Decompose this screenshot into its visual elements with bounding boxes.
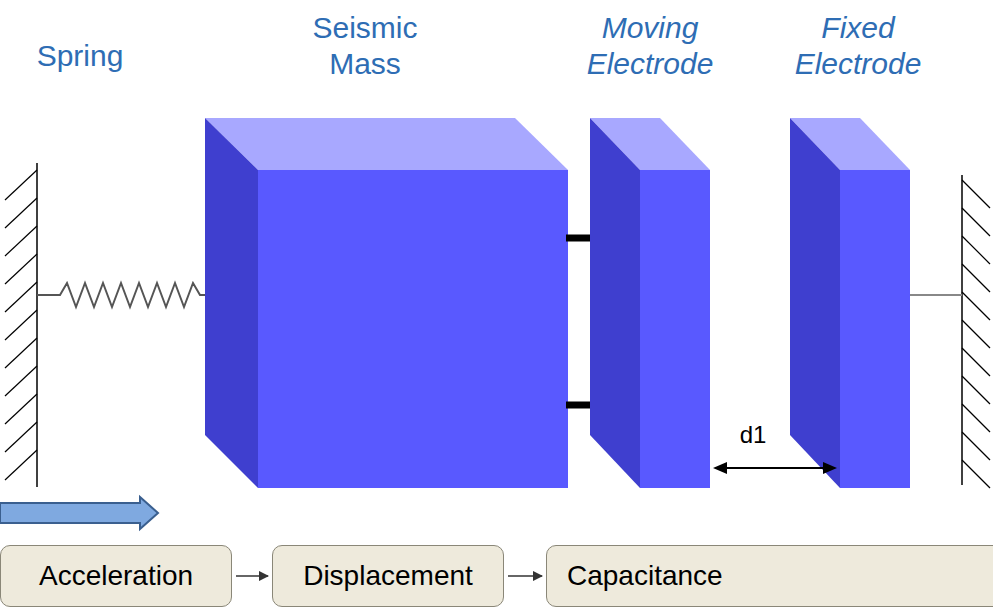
hatch-stroke bbox=[962, 404, 990, 432]
box-text: Acceleration bbox=[39, 560, 193, 592]
spring-coil bbox=[37, 283, 208, 307]
left-wall bbox=[36, 163, 38, 487]
hatch-stroke bbox=[962, 292, 990, 320]
hatch-stroke bbox=[5, 310, 37, 340]
part-label: Seismic Mass bbox=[290, 10, 440, 82]
seismic-mass bbox=[205, 118, 568, 488]
fixed-electrode bbox=[790, 118, 910, 488]
electrode-mount bbox=[910, 294, 962, 296]
box-text: Capacitance bbox=[567, 560, 723, 592]
acceleration-arrow bbox=[0, 497, 158, 529]
hatch-stroke bbox=[5, 226, 37, 256]
part-label: Spring bbox=[25, 38, 135, 74]
part-label: Moving Electrode bbox=[575, 10, 725, 82]
hatch-stroke bbox=[962, 180, 990, 208]
hatch-stroke bbox=[962, 376, 990, 404]
right-wall bbox=[961, 175, 963, 485]
flow-arrow bbox=[508, 575, 542, 577]
hatch-stroke bbox=[5, 282, 37, 312]
hatch-stroke bbox=[962, 432, 990, 460]
box-text: Displacement bbox=[303, 560, 473, 592]
moving-electrode bbox=[590, 118, 710, 488]
dimension-label: d1 bbox=[728, 420, 778, 450]
process-box: Displacement bbox=[272, 545, 504, 607]
part-label: Fixed Electrode bbox=[783, 10, 933, 82]
hatch-stroke bbox=[5, 198, 37, 228]
hatch-stroke bbox=[962, 264, 990, 292]
hatch-stroke bbox=[962, 460, 990, 488]
hatch-stroke bbox=[5, 254, 37, 284]
hatch-stroke bbox=[962, 320, 990, 348]
gap-dimension bbox=[713, 462, 837, 474]
hatch-stroke bbox=[5, 422, 37, 452]
hatch-stroke bbox=[5, 366, 37, 396]
hatch-stroke bbox=[5, 394, 37, 424]
hatch-stroke bbox=[5, 170, 37, 200]
hatch-stroke bbox=[5, 450, 37, 480]
hatch-stroke bbox=[962, 236, 990, 264]
hatch-stroke bbox=[962, 208, 990, 236]
process-box: Acceleration bbox=[0, 545, 232, 607]
hatch-stroke bbox=[5, 338, 37, 368]
flow-arrow bbox=[236, 575, 268, 577]
wall-hatching bbox=[5, 170, 990, 488]
process-box: Capacitance bbox=[546, 545, 993, 607]
hatch-stroke bbox=[962, 348, 990, 376]
